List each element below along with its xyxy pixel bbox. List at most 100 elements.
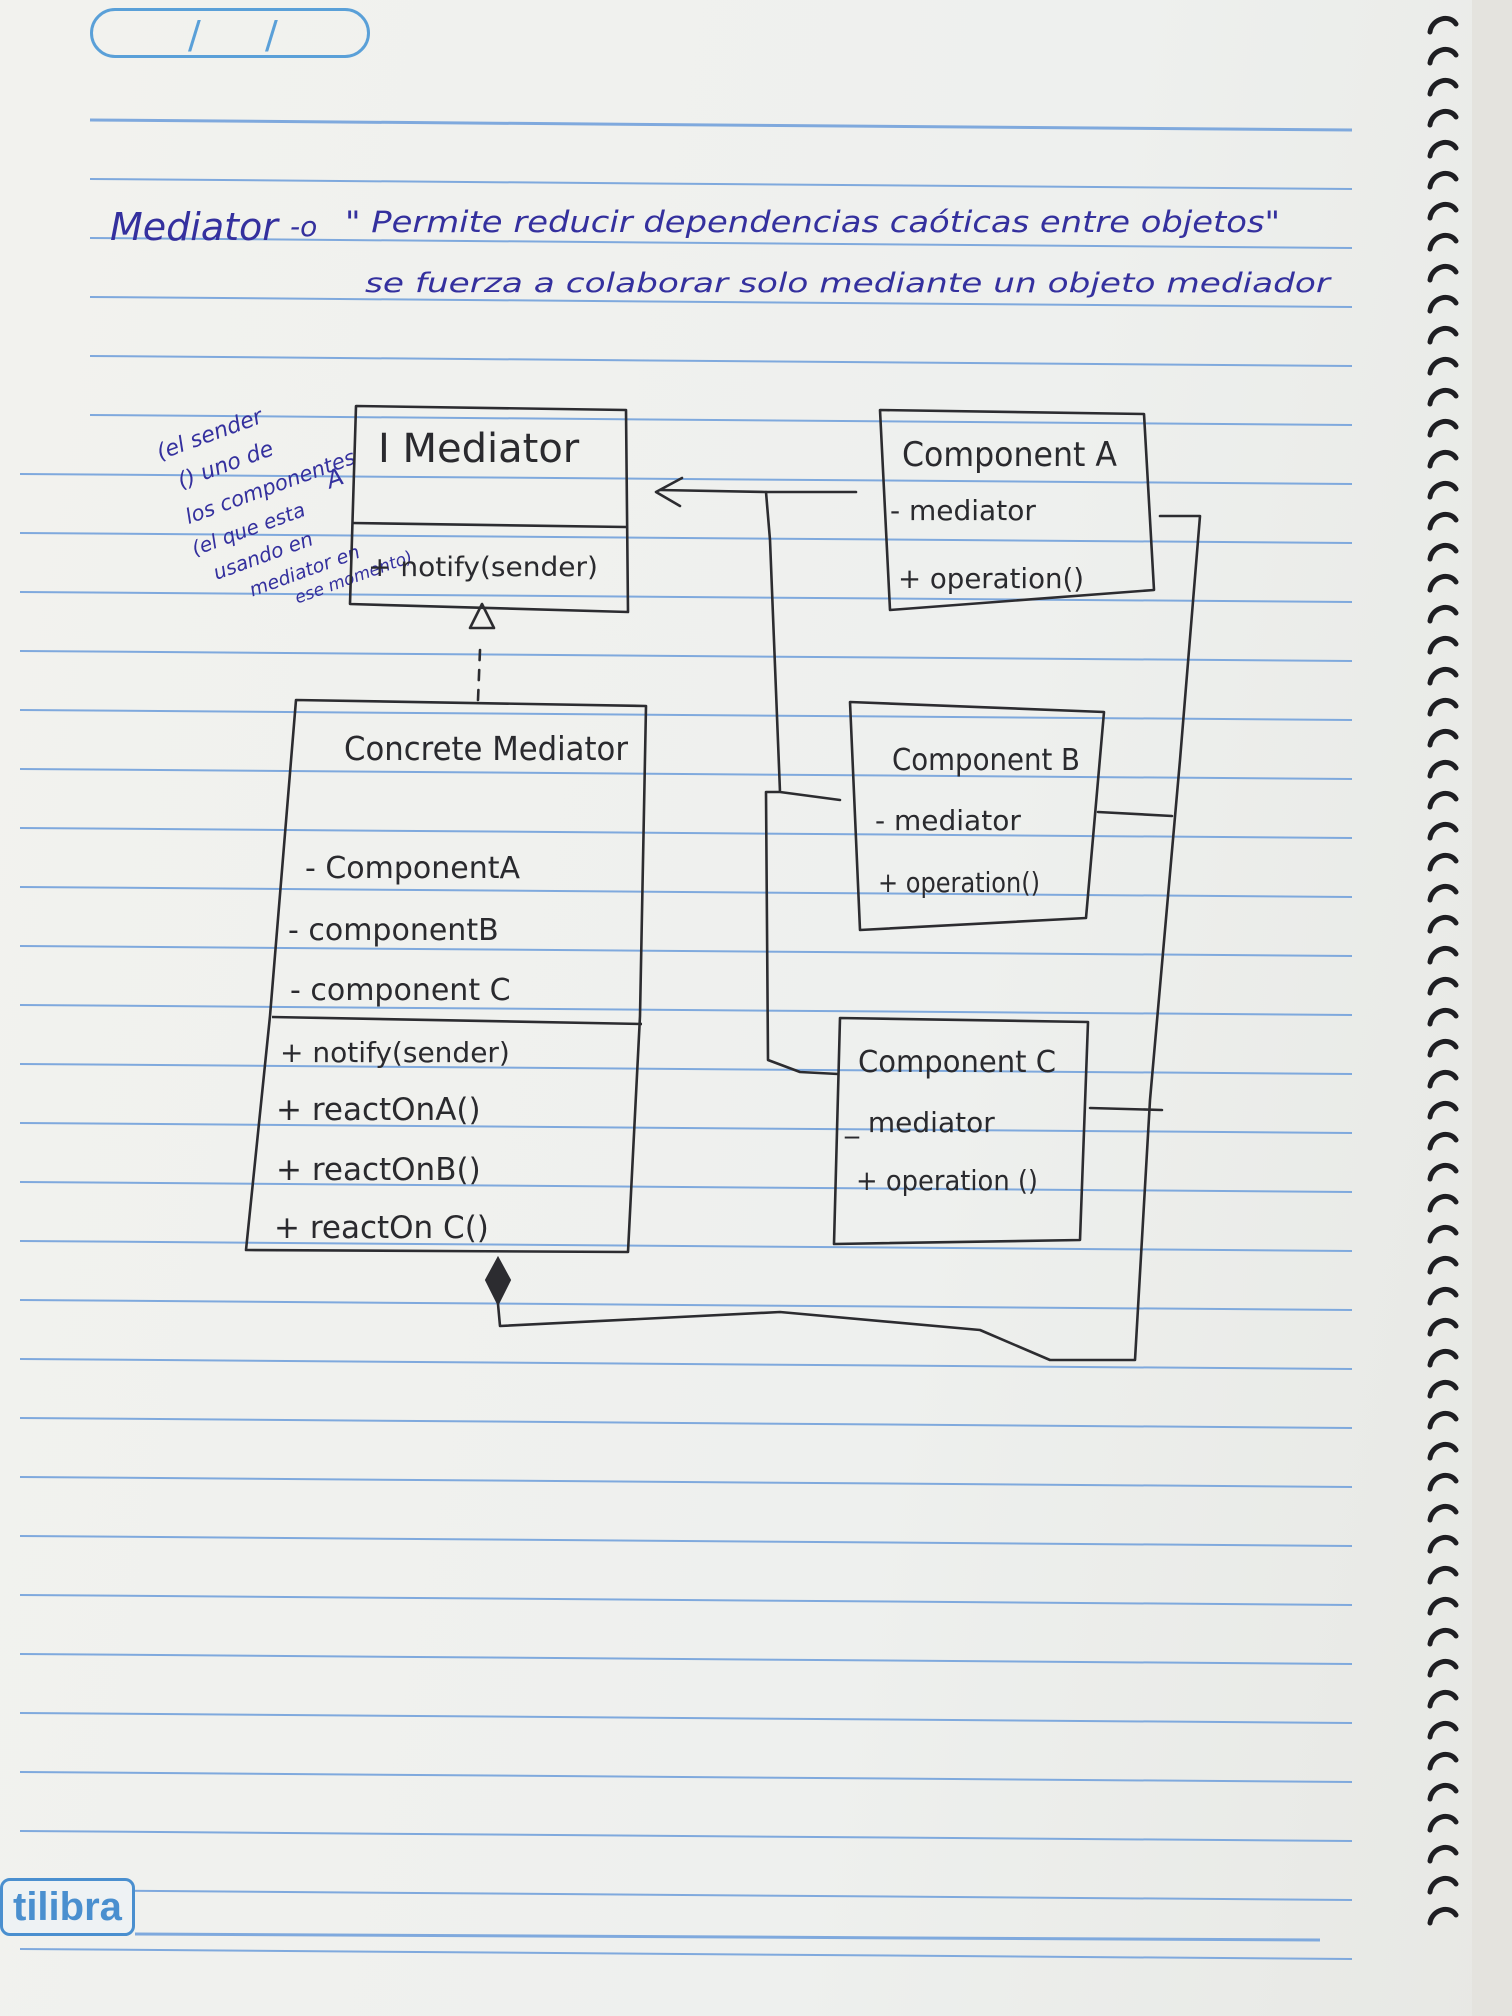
rule-line [19, 1830, 1353, 1842]
spiral-coil [1427, 1596, 1459, 1616]
rule-line [19, 473, 1353, 485]
concrete-name: Concrete Mediator [344, 729, 628, 768]
spiral-coil [1427, 1658, 1459, 1678]
concrete-mediator-box: Concrete Mediator - ComponentA - compone… [244, 698, 648, 1254]
spiral-coil [1427, 1410, 1459, 1430]
interface-mediator-box: I Mediator + notify(sender) [348, 404, 630, 614]
concrete-method-2: + reactOnA() [276, 1092, 481, 1128]
spiral-coil [1427, 604, 1459, 624]
spiral-coil [1427, 1131, 1459, 1151]
spiral-coil [1427, 1782, 1459, 1802]
concrete-field-1: - ComponentA [305, 851, 521, 886]
component-c-link [1088, 1106, 1164, 1112]
rule-line [19, 1063, 1353, 1075]
spiral-coil [1427, 573, 1459, 593]
component-c-method: + operation () [856, 1164, 1038, 1197]
heading-term: Mediator [110, 205, 280, 249]
rule-line [19, 1712, 1353, 1724]
spiral-coil [1427, 759, 1459, 779]
rule-line [19, 1240, 1353, 1252]
heading-definition-line2: se fuerza a colaborar solo mediante un o… [365, 268, 1332, 299]
component-c-name: Component C [858, 1045, 1056, 1080]
concrete-method-1: + notify(sender) [280, 1036, 510, 1069]
concrete-method-3: + reactOnB() [276, 1152, 481, 1188]
component-c-box: Component C _ mediator + operation () [832, 1016, 1164, 1246]
spiral-coil [1427, 666, 1459, 686]
spiral-coil [1427, 852, 1459, 872]
concrete-box-outline [244, 698, 648, 1254]
heading-definition-line1: " Permite reducir dependencias caóticas … [345, 205, 1280, 239]
rule-line [19, 827, 1353, 839]
spiral-coil [1427, 728, 1459, 748]
spiral-coil [1427, 480, 1459, 500]
spiral-coil [1427, 77, 1459, 97]
spiral-coil [1427, 46, 1459, 66]
rule-line [19, 591, 1353, 603]
spiral-coil [1427, 1379, 1459, 1399]
composition-diamond-icon [484, 1255, 512, 1307]
interface-name: I Mediator [378, 426, 580, 472]
rule-line [19, 1417, 1353, 1429]
rule-line [19, 1948, 1353, 1960]
spiral-coil [1427, 1441, 1459, 1461]
spiral-coil [1427, 418, 1459, 438]
rule-line [19, 650, 1353, 662]
spiral-coil [1427, 356, 1459, 376]
spiral-coil [1427, 914, 1459, 934]
component-b-method: + operation() [878, 866, 1040, 899]
spiral-coil [1427, 1813, 1459, 1833]
rule-line [89, 355, 1353, 367]
interface-box-divider [351, 521, 627, 529]
spiral-coil [1427, 108, 1459, 128]
component-b-box: Component B - mediator + operation() [848, 700, 1174, 932]
interface-method: + notify(sender) [368, 552, 598, 583]
spiral-binding [1427, 0, 1512, 2016]
rule-line [89, 118, 1353, 132]
spiral-coil [1427, 883, 1459, 903]
date-separator-1: / [188, 13, 201, 57]
rule-line [19, 532, 1353, 544]
ruled-lines [19, 118, 1353, 1960]
rule-line [19, 1358, 1353, 1370]
spiral-coil [1427, 511, 1459, 531]
rule-line [89, 414, 1353, 426]
association-line-to-interface [658, 488, 768, 494]
page-edge [1472, 0, 1512, 2016]
rule-line [19, 768, 1353, 780]
rule-line [19, 886, 1353, 898]
spiral-coil [1427, 1751, 1459, 1771]
interface-box-outline [348, 404, 630, 614]
rule-line [19, 1535, 1353, 1547]
spiral-coil [1427, 1069, 1459, 1089]
brand-underline [134, 1932, 1321, 1942]
spiral-coil [1427, 1255, 1459, 1275]
spiral-coil [1427, 1503, 1459, 1523]
realization-triangle-icon [468, 602, 496, 630]
side-note: (el sender () uno de los componentes (el… [154, 404, 416, 609]
rule-line [89, 178, 1353, 190]
spiral-coil [1427, 1162, 1459, 1182]
spiral-coil [1427, 1286, 1459, 1306]
spiral-coil [1427, 697, 1459, 717]
rule-line [89, 296, 1353, 308]
spiral-coil [1427, 1348, 1459, 1368]
rule-line [89, 237, 1353, 249]
association-line [764, 490, 858, 1076]
spiral-coil [1427, 1007, 1459, 1027]
rule-line [19, 1181, 1353, 1193]
concrete-method-4: + reactOn C() [274, 1210, 489, 1246]
spiral-coil [1427, 387, 1459, 407]
spiral-coil [1427, 1844, 1459, 1864]
spiral-coil [1427, 232, 1459, 252]
spiral-coil [1427, 1689, 1459, 1709]
spiral-coil [1427, 1534, 1459, 1554]
rule-line [19, 709, 1353, 721]
spiral-coil [1427, 15, 1459, 35]
component-c-field: _ mediator [844, 1106, 995, 1139]
spiral-coil [1427, 976, 1459, 996]
rule-line [19, 1889, 1353, 1901]
brand-logo: tilibra [0, 1878, 135, 1936]
spiral-coil [1427, 1317, 1459, 1337]
date-separator-2: / [265, 13, 278, 57]
